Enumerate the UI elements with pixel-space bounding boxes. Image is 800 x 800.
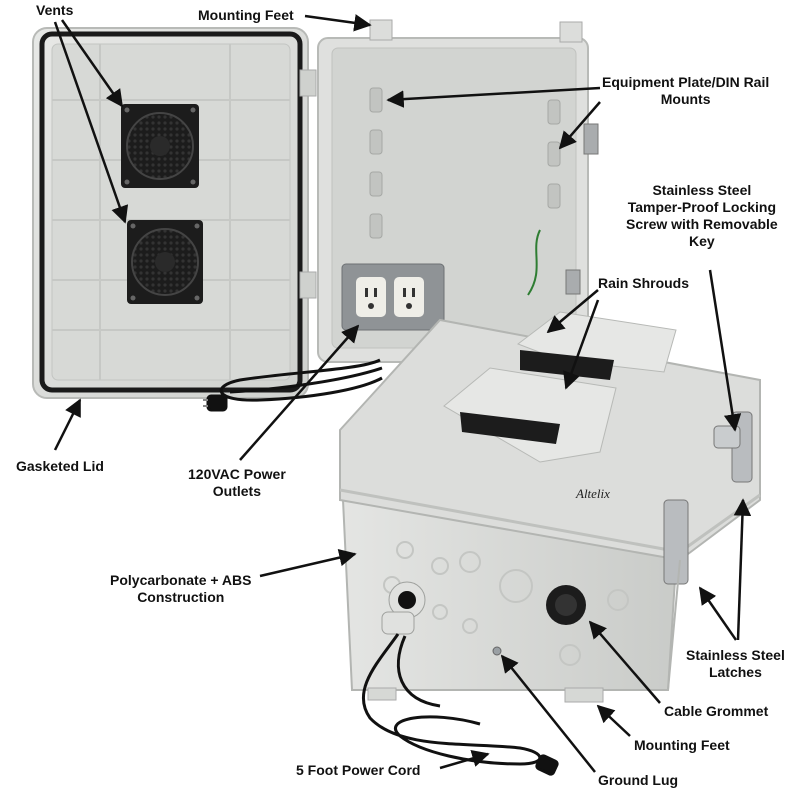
latch-lower [663,499,689,585]
closed-enclosure: Altelix [339,311,761,703]
vent-fan-upper [121,104,199,188]
lid-gasket [39,31,303,393]
label-construction: Polycarbonate + ABS Construction [110,572,252,605]
label-ground-lug: Ground Lug [598,772,679,788]
label-latches: Stainless Steel Latches [686,647,785,680]
label-equipment-plate: Equipment Plate/DIN Rail Mounts [602,74,770,107]
mounting-foot-top-left [369,19,393,41]
label-mounting-feet-top: Mounting Feet [198,7,294,23]
rain-shroud-front [443,367,617,463]
label-locking-screw: Stainless Steel Tamper-Proof Locking Scr… [626,182,778,249]
cord-gland [381,581,426,635]
brand-logo: Altelix [575,486,610,501]
open-lid [32,27,317,399]
label-gasketed-lid: Gasketed Lid [16,458,104,474]
open-body [317,19,599,363]
label-power-outlets: 120VAC Power Outlets [188,466,286,499]
label-vents: Vents [36,2,74,18]
label-mounting-feet-bottom: Mounting Feet [634,737,730,753]
mounting-foot-bottom [564,687,604,703]
label-power-cord: 5 Foot Power Cord [296,762,421,778]
label-cable-grommet: Cable Grommet [664,703,769,719]
ground-lug [492,646,502,656]
cable-grommet [546,585,586,625]
power-cord-lower [362,633,559,776]
vent-fan-lower [127,220,203,304]
power-outlet-box [341,263,445,331]
mounting-foot-top-right [559,21,583,43]
label-rain-shrouds: Rain Shrouds [598,275,690,291]
callout-arrows [53,14,752,773]
